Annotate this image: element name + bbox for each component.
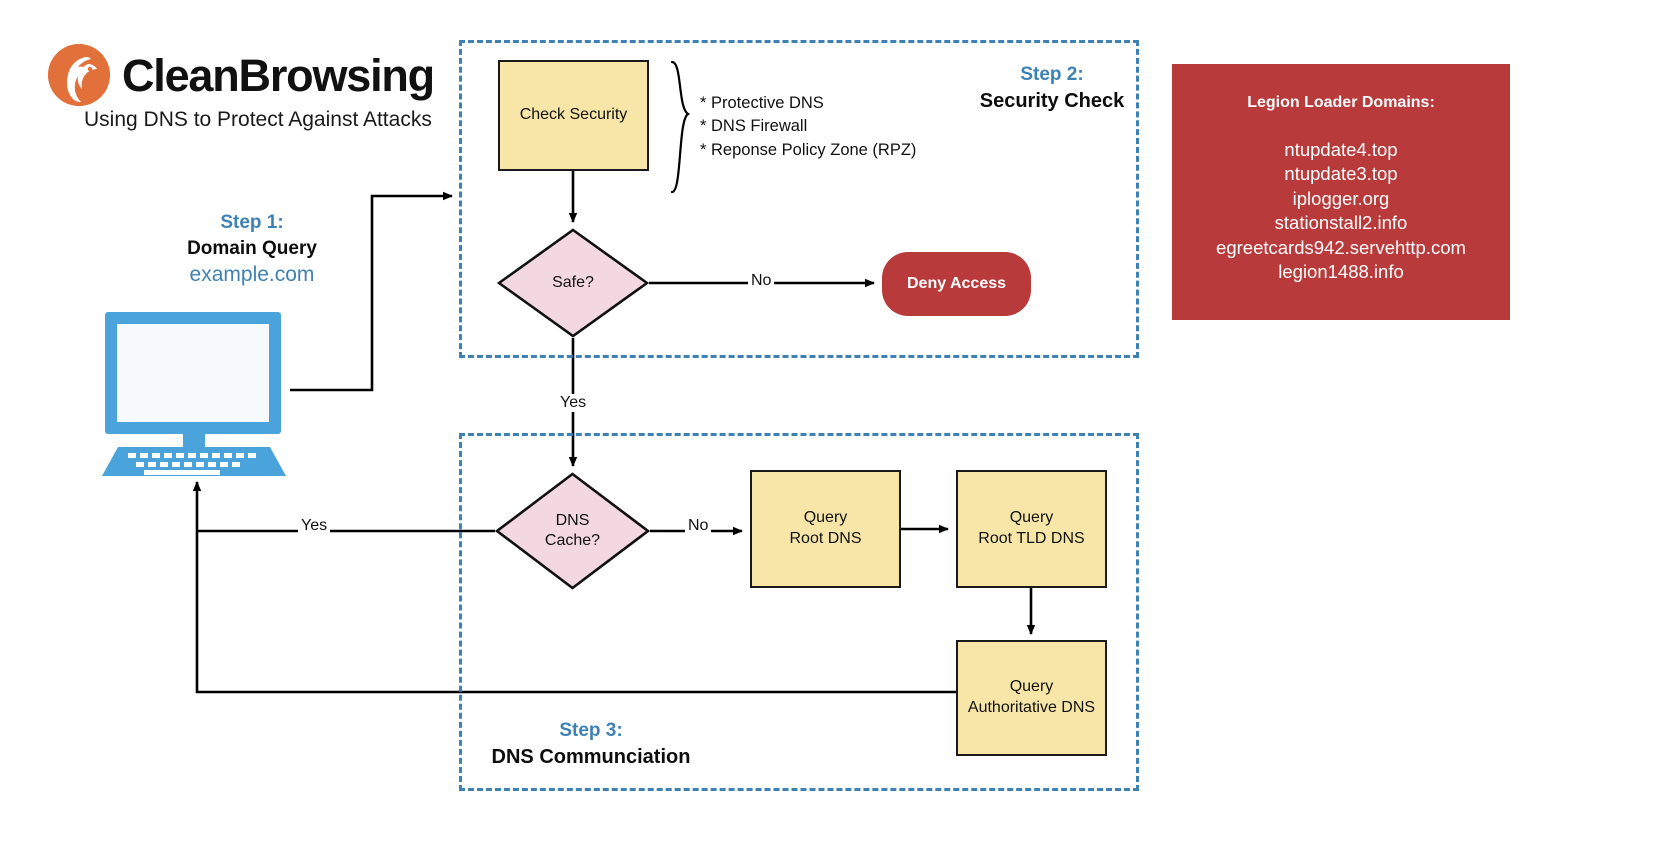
security-notes-list: * Protective DNS * DNS Firewall * Repons… (700, 94, 917, 159)
legion-domain-item: egreetcards942.servehttp.com (1216, 236, 1466, 258)
brand-logo: CleanBrowsing (48, 44, 435, 106)
step-3-title: DNS Communciation (491, 745, 691, 768)
node-dns-cache-decision-label: DNS Cache? (544, 512, 601, 549)
edge-label-safe-no: No (748, 272, 775, 290)
step-3-region (459, 433, 1139, 791)
node-query-authoritative-dns[interactable]: Query Authoritative DNS (956, 640, 1107, 756)
node-check-security[interactable]: Check Security (498, 60, 649, 171)
legion-domain-item: ntupdate3.top (1284, 163, 1398, 185)
step-2-region (459, 40, 1139, 358)
legion-panel-title: Legion Loader Domains: (1247, 94, 1435, 111)
step-2-number: Step 2: (1020, 64, 1084, 85)
legion-domain-list: ntupdate4.top ntupdate3.top iplogger.org… (1172, 138, 1510, 284)
edge-label-cache-no: No (685, 517, 712, 535)
step-1-domain: example.com (189, 263, 315, 287)
step-1-title: Domain Query (187, 237, 317, 259)
legion-loader-domains-panel: Legion Loader Domains: ntupdate4.top ntu… (1172, 64, 1510, 320)
node-deny-access[interactable]: Deny Access (882, 252, 1031, 316)
edge-label-cache-yes: Yes (298, 517, 331, 535)
node-dns-cache-decision[interactable]: DNS Cache? (495, 472, 650, 590)
brand-tagline: Using DNS to Protect Against Attacks (84, 108, 432, 131)
desktop-computer-icon (100, 310, 296, 480)
legion-domain-item: legion1488.info (1278, 261, 1404, 283)
legion-domain-item: ntupdate4.top (1284, 139, 1398, 160)
step-2-title: Security Check (979, 89, 1125, 112)
step-1-label-group: Step 1: Domain Query example.com (122, 210, 382, 290)
step-2-label-group: Step 2: Security Check (930, 62, 1174, 115)
node-safe-decision[interactable]: Safe? (497, 228, 649, 338)
step-1-number: Step 1: (220, 212, 284, 233)
step-3-label-group: Step 3: DNS Communciation (466, 718, 716, 771)
node-safe-decision-label: Safe? (552, 274, 594, 291)
step-3-number: Step 3: (559, 720, 623, 741)
node-query-root-dns[interactable]: Query Root DNS (750, 470, 901, 588)
node-query-root-tld-dns[interactable]: Query Root TLD DNS (956, 470, 1107, 588)
fox-head-circle-icon (48, 44, 110, 106)
legion-domain-item: iplogger.org (1292, 187, 1390, 209)
legion-domain-item: stationstall2.info (1274, 212, 1408, 234)
brand-name: CleanBrowsing (122, 49, 435, 101)
edge-label-safe-yes: Yes (557, 394, 590, 412)
